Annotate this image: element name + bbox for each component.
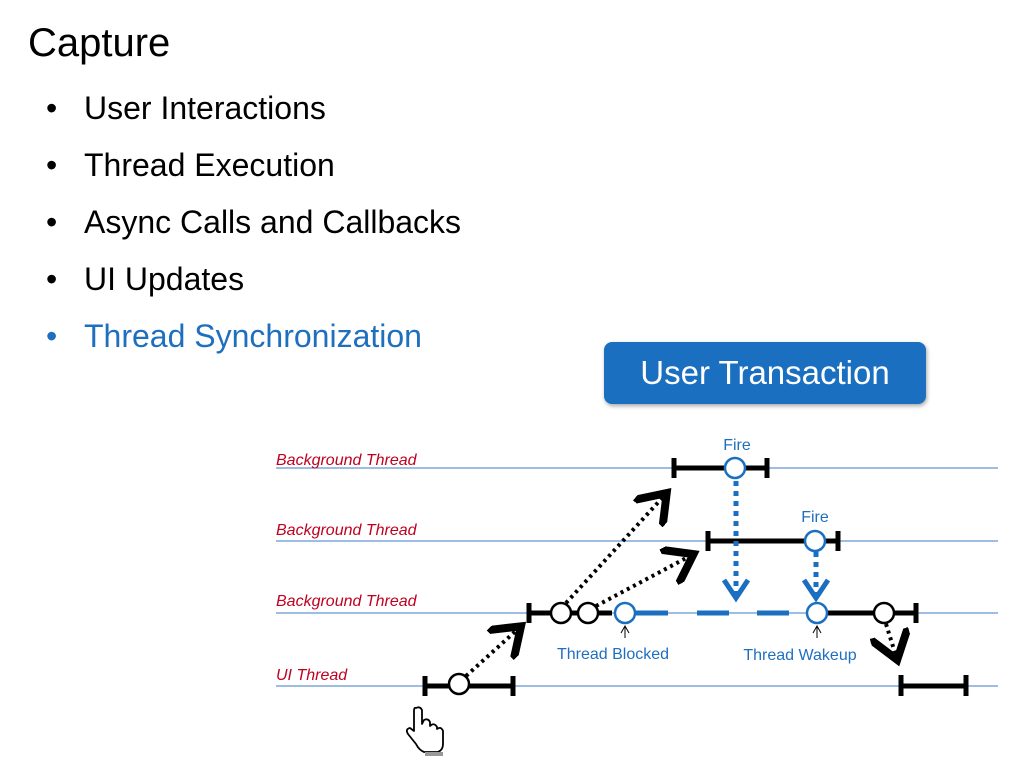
thread-blocked-label: Thread Blocked bbox=[557, 646, 669, 663]
ui-event-circle bbox=[447, 672, 471, 696]
bullet-dot: • bbox=[46, 147, 58, 183]
bullet-text: Thread Execution bbox=[84, 147, 335, 183]
fire-arrow-1 bbox=[721, 481, 751, 603]
bullet-list: • User Interactions • Thread Execution • As… bbox=[46, 80, 461, 365]
bullet-async-calls: • Async Calls and Callbacks bbox=[46, 194, 461, 251]
async-arrow-bg3-to-bg1 bbox=[564, 496, 664, 605]
fire-label-1: Fire bbox=[723, 437, 751, 454]
fire-arrow-2 bbox=[801, 552, 831, 603]
async-arrow-bg3-to-bg2 bbox=[595, 556, 690, 608]
thread-wakeup-label: Thread Wakeup bbox=[743, 647, 856, 664]
bullet-dot: • bbox=[46, 90, 58, 126]
bg3-callback-circle bbox=[872, 601, 896, 625]
bullet-text: User Interactions bbox=[84, 90, 326, 126]
fire-label-2: Fire bbox=[801, 509, 829, 526]
bullet-text: Async Calls and Callbacks bbox=[84, 204, 462, 240]
bg3-call-circle-1 bbox=[549, 601, 573, 625]
fire-circle-2 bbox=[803, 529, 827, 553]
callback-arrow-bg3-to-ui bbox=[886, 623, 896, 656]
slide-title: Capture bbox=[28, 21, 171, 65]
thread-label-bg-2: Background Thread bbox=[276, 522, 418, 539]
bullet-user-interactions: • User Interactions bbox=[46, 80, 461, 137]
bullet-thread-execution: • Thread Execution bbox=[46, 137, 461, 194]
bullet-text: Thread Synchronization bbox=[84, 318, 422, 354]
bullet-dot: • bbox=[46, 204, 58, 240]
hand-pointer-icon bbox=[405, 706, 444, 756]
bg1-segment bbox=[671, 458, 770, 478]
bullet-dot: • bbox=[46, 318, 58, 354]
bg3-segment-end bbox=[828, 603, 919, 623]
bg3-call-circle-2 bbox=[576, 601, 600, 625]
bullet-thread-synchronization: • Thread Synchronization bbox=[46, 308, 461, 365]
thread-label-ui: UI Thread bbox=[276, 667, 348, 684]
thread-label-bg-3: Background Thread bbox=[276, 593, 418, 610]
bullet-dot: • bbox=[46, 261, 58, 297]
async-arrow-ui-to-bg3 bbox=[464, 629, 518, 678]
bullet-ui-updates: • UI Updates bbox=[46, 251, 461, 308]
bullet-text: UI Updates bbox=[84, 261, 245, 297]
fire-circle-1 bbox=[723, 456, 747, 480]
thread-label-bg-1: Background Thread bbox=[276, 452, 418, 469]
blocked-circle bbox=[613, 601, 637, 625]
ui-segment-2 bbox=[898, 675, 969, 696]
wakeup-circle bbox=[805, 601, 829, 625]
user-transaction-badge: User Transaction bbox=[604, 342, 926, 404]
